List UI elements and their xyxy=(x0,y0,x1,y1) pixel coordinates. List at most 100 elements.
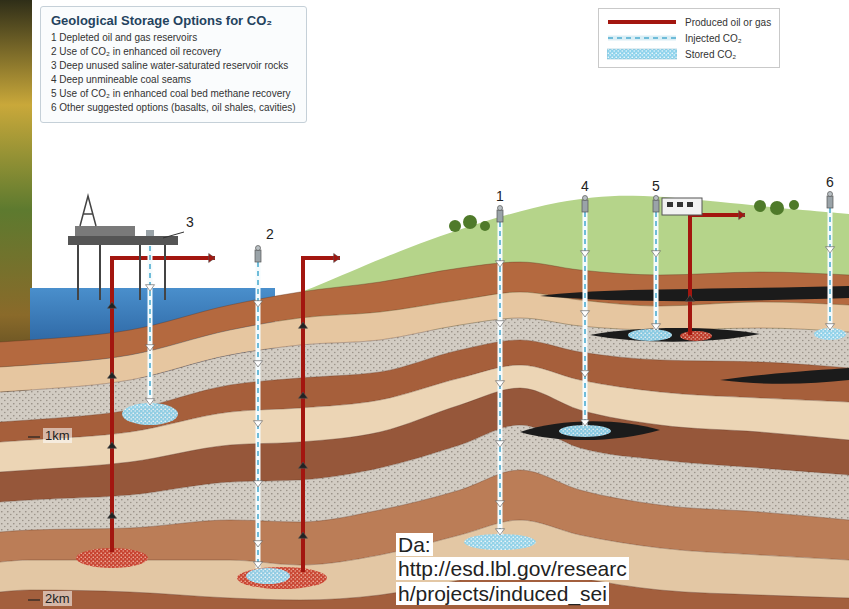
tree xyxy=(789,200,799,210)
flow-arrowhead xyxy=(581,311,590,317)
coal-seam xyxy=(720,368,849,384)
production-well xyxy=(303,258,340,572)
flow-arrowhead xyxy=(254,301,263,307)
rock-strata xyxy=(0,262,849,609)
flow-arrowhead xyxy=(334,254,340,263)
layer-boundary xyxy=(0,262,849,342)
legend-sample xyxy=(607,48,677,60)
coal-seam xyxy=(590,328,760,342)
depth-label: 1km xyxy=(43,428,72,443)
callout-number: 2 xyxy=(266,226,274,242)
option-item: 6 Other suggested options (basalts, oil … xyxy=(51,101,296,115)
stored-fluid xyxy=(680,331,712,341)
wellhead xyxy=(497,210,503,222)
callout-number: 4 xyxy=(581,178,589,194)
legend-row: Injected CO₂ xyxy=(607,30,771,46)
production-well xyxy=(112,258,215,552)
callout-number-box: 4 xyxy=(581,178,589,194)
flow-arrowhead xyxy=(254,562,263,568)
option-item: 1 Depleted oil and gas reservoirs xyxy=(51,31,296,45)
option-item: 3 Deep unused saline water-saturated res… xyxy=(51,59,296,73)
wellhead-valve xyxy=(828,192,833,197)
option-item: 4 Deep unmineable coal seams xyxy=(51,73,296,87)
callout-number: 1 xyxy=(496,188,504,204)
layer-boundary xyxy=(0,292,849,367)
wellhead-valve xyxy=(583,196,588,201)
legend-sample xyxy=(607,16,677,28)
layer-boundary xyxy=(0,388,849,472)
legend-row: Stored CO₂ xyxy=(607,46,771,62)
injection-dash xyxy=(149,246,151,405)
stored-fluid xyxy=(559,425,611,437)
flow-arrowhead xyxy=(496,261,505,267)
flow-arrowhead xyxy=(209,254,215,263)
leader-line xyxy=(163,232,184,238)
callout-number-box: 3 xyxy=(186,214,194,230)
legend-panel: Geological Storage Options for CO₂ 1 Depl… xyxy=(40,6,307,123)
production-well xyxy=(690,215,745,335)
panel-heading: Geological Storage Options for CO₂ xyxy=(51,13,296,28)
flow-arrowhead xyxy=(496,441,505,447)
flow-arrowhead xyxy=(496,529,505,535)
injection-dash xyxy=(829,208,831,330)
flow-arrowhead xyxy=(299,322,308,328)
source-note: Da: http://esd.lbl.gov/research/projects… xyxy=(396,533,629,606)
injection-dash xyxy=(655,212,657,330)
injection-well xyxy=(148,246,153,405)
flow-arrowhead xyxy=(581,420,590,426)
layer-boundary xyxy=(0,425,849,502)
injection-well xyxy=(256,262,261,568)
flow-arrowhead xyxy=(739,211,745,220)
injection-dash xyxy=(584,212,586,426)
stored-fluid xyxy=(628,329,672,341)
flow-arrowhead xyxy=(652,324,661,330)
layer-boundary xyxy=(0,365,849,442)
injection-dash xyxy=(257,262,259,568)
flow-arrowhead xyxy=(146,345,155,351)
legend-box: Produced oil or gasInjected CO₂ Stored CO… xyxy=(598,8,780,68)
tree xyxy=(754,200,766,212)
flow-arrowhead xyxy=(108,302,117,308)
injection-well xyxy=(654,212,659,330)
flow-arrowhead xyxy=(254,361,263,367)
layer-boundary xyxy=(0,318,849,392)
legend-text: Produced oil or gas xyxy=(685,17,771,28)
coal-seam xyxy=(520,421,660,440)
callout-number: 6 xyxy=(826,174,834,190)
flow-arrowhead xyxy=(108,372,117,378)
offshore-platform xyxy=(68,196,178,300)
layer-boundary xyxy=(0,470,849,532)
flow-arrowhead xyxy=(146,399,155,405)
flow-arrowhead xyxy=(254,421,263,427)
flow-arrowhead xyxy=(496,321,505,327)
injection-well xyxy=(583,212,588,426)
wellhead-valve xyxy=(654,196,659,201)
wellhead xyxy=(827,196,833,208)
legend-row: Produced oil or gas xyxy=(607,14,771,30)
flow-arrowhead xyxy=(826,324,835,330)
callout-number-box: 2 xyxy=(266,226,274,242)
callout-number: 5 xyxy=(652,178,660,194)
tree xyxy=(770,201,784,215)
injection-well xyxy=(498,222,503,535)
legend-text: Injected CO₂ xyxy=(685,33,742,44)
flow-arrowhead xyxy=(299,532,308,538)
flow-arrowhead xyxy=(652,251,661,257)
injection-well xyxy=(828,208,833,330)
callout-number-box: 1 xyxy=(496,188,504,204)
flow-arrowhead xyxy=(254,541,263,547)
flow-arrowhead xyxy=(496,501,505,507)
legend-text: Stored CO₂ xyxy=(685,49,736,60)
depth-label: 2km xyxy=(43,591,72,606)
wellhead-valve xyxy=(498,206,503,211)
callout-number-box: 6 xyxy=(826,174,834,190)
flow-arrowhead xyxy=(108,442,117,448)
wellhead-valve xyxy=(256,246,261,251)
depth-tick xyxy=(28,436,40,437)
wellhead xyxy=(255,250,261,262)
injection-dash xyxy=(499,222,501,535)
flow-arrowhead xyxy=(686,295,695,301)
callout-number: 3 xyxy=(186,214,194,230)
callout-number-box: 5 xyxy=(652,178,660,194)
